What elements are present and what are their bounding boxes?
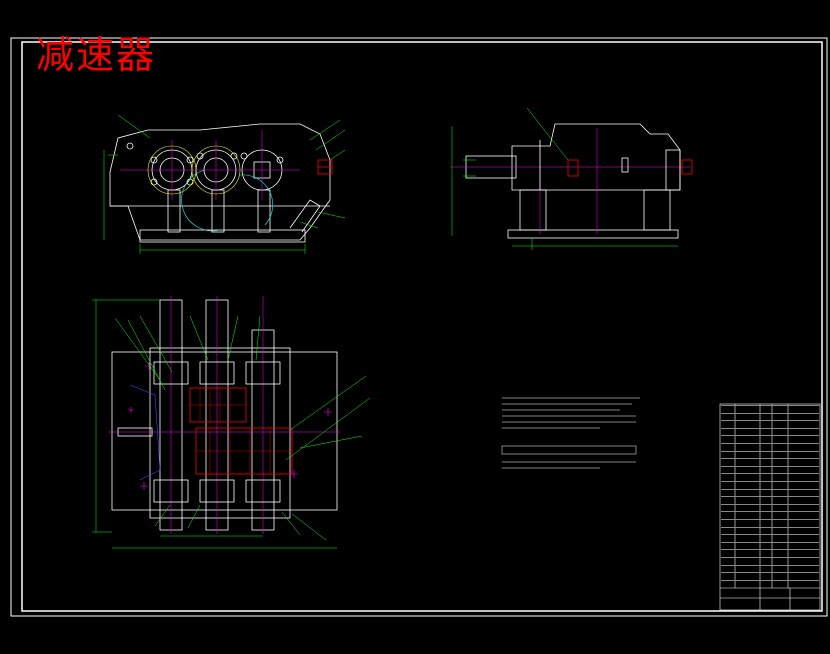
technical-notes-block — [501, 397, 640, 469]
bom-row — [721, 503, 819, 512]
bom-row — [721, 405, 819, 413]
side-view — [450, 107, 693, 250]
bom-row — [721, 549, 819, 557]
bom-row — [721, 572, 819, 580]
bom-row — [721, 519, 819, 527]
bom-row — [721, 557, 819, 565]
bom-row — [721, 481, 819, 489]
bom-row — [721, 412, 819, 421]
outer-frame — [10, 37, 828, 617]
bom-row — [721, 496, 819, 504]
bom-row — [721, 465, 819, 474]
bill-of-materials — [721, 405, 819, 610]
bom-row — [721, 473, 819, 481]
bom-row — [721, 458, 819, 466]
top-view — [92, 296, 371, 549]
bom-row — [721, 511, 819, 519]
bom-row — [721, 420, 819, 428]
bom-row — [721, 526, 819, 535]
inner-frame — [21, 41, 823, 612]
bom-row — [721, 541, 819, 550]
front-view — [103, 114, 346, 254]
bom-row — [721, 435, 819, 443]
drawing-title: 减速器 — [36, 33, 157, 77]
bom-row — [721, 443, 819, 451]
bom-row — [721, 534, 819, 542]
bom-row — [721, 488, 819, 497]
bom-row — [721, 427, 819, 436]
bom-row — [721, 579, 819, 588]
bom-row — [721, 450, 819, 459]
bom-row — [721, 564, 819, 573]
